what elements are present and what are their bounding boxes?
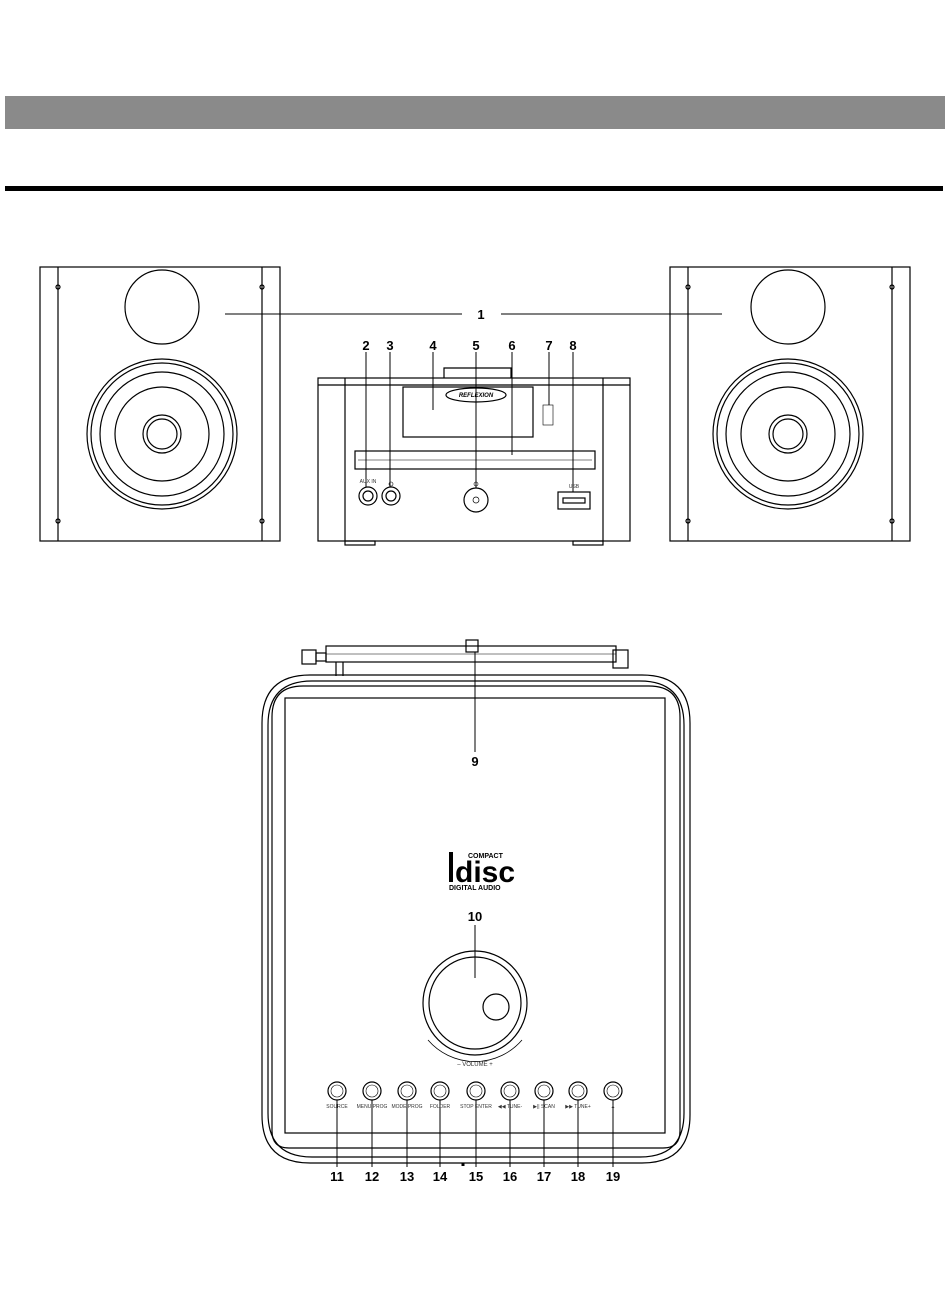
disc-logo-top: COMPACT <box>468 853 504 860</box>
button-label-16: ◀◀ TUNE- <box>498 1104 523 1110</box>
standby-button <box>464 488 488 512</box>
usb-label: USB <box>569 484 580 490</box>
fm-antenna <box>302 640 628 676</box>
disc-logo-bar <box>449 852 453 882</box>
callout-11: 11 <box>330 1169 344 1184</box>
button-label-14: FOLDER <box>430 1104 451 1110</box>
top-buttons <box>328 1082 622 1100</box>
callout-15: 15 <box>469 1169 483 1184</box>
button-label-18: ▶▶ TUNE+ <box>565 1104 591 1110</box>
top-view <box>262 640 690 1167</box>
button-label-15: STOP ENTER <box>460 1104 492 1110</box>
callout-18: 18 <box>571 1169 585 1184</box>
aux-in-label: AUX IN <box>360 479 377 485</box>
callout-8: 8 <box>569 338 576 353</box>
callout-17: 17 <box>537 1169 551 1184</box>
volume-label: – VOLUME + <box>457 1062 493 1068</box>
left-woofer <box>87 359 237 509</box>
callout-4: 4 <box>429 338 437 353</box>
right-speaker <box>670 267 910 541</box>
ir-sensor <box>543 405 553 425</box>
callout-6: 6 <box>508 338 515 353</box>
callout-19: 19 <box>606 1169 620 1184</box>
disc-logo-bottom: DIGITAL AUDIO <box>449 885 501 892</box>
callout-14: 14 <box>433 1169 448 1184</box>
aux-in-jack <box>359 487 377 505</box>
callout-1: 1 <box>477 307 484 322</box>
callout-2: 2 <box>362 338 369 353</box>
callout-7: 7 <box>545 338 552 353</box>
left-tweeter <box>125 270 199 344</box>
right-tweeter <box>751 270 825 344</box>
brand-logo-text: REFLEXION <box>459 393 494 399</box>
callout-9: 9 <box>471 754 478 769</box>
button-label-11: SOURCE <box>326 1104 348 1110</box>
headphone-jack <box>382 487 400 505</box>
left-speaker <box>40 267 280 541</box>
button-label-19: ▲ <box>611 1104 616 1110</box>
button-label-17: ▶|| SCAN <box>533 1104 555 1110</box>
callout-13: 13 <box>400 1169 414 1184</box>
right-woofer <box>713 359 863 509</box>
callout-12: 12 <box>365 1169 379 1184</box>
callout-10: 10 <box>468 909 482 924</box>
button-label-13: MODE PROG <box>391 1104 422 1110</box>
callout-16: 16 <box>503 1169 517 1184</box>
callout-5: 5 <box>472 338 479 353</box>
callout-3: 3 <box>386 338 393 353</box>
button-label-12: MENU PROG <box>357 1104 388 1110</box>
